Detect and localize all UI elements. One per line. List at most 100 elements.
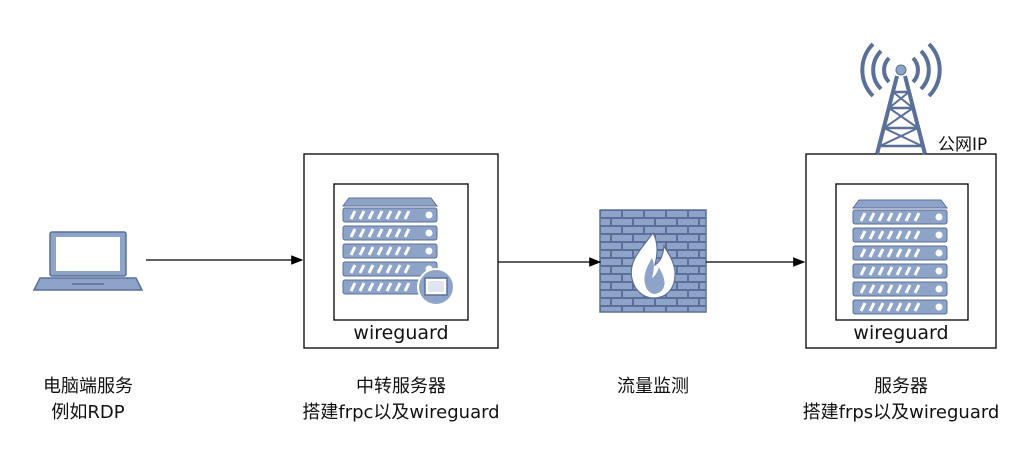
server-vent-slot [895, 230, 903, 240]
radio-tower-icon [860, 42, 942, 155]
server-vent-slot [859, 212, 867, 222]
relay-label: 中转服务器 搭建frpc以及wireguard [302, 374, 499, 426]
relay-label-line2: 搭建frpc以及wireguard [302, 402, 500, 423]
server-vent-slot [877, 230, 885, 240]
server-label-line1: 服务器 [874, 376, 928, 397]
client-label-line1: 电脑端服务 [43, 376, 133, 397]
server-vent-slot [367, 210, 375, 220]
public-ip-label: 公网IP [938, 135, 988, 155]
server-status-light [425, 247, 433, 255]
server-vent-slot [868, 230, 876, 240]
server-vent-slot [886, 302, 894, 312]
server-vent-slot [358, 228, 366, 238]
server-status-light [935, 231, 943, 239]
server-vent-slot [886, 230, 894, 240]
server-vent-slot [904, 266, 912, 276]
server-status-light [935, 249, 943, 257]
connectors [146, 255, 806, 267]
server-vent-slot [859, 248, 867, 258]
server-vent-slot [367, 264, 375, 274]
server-status-light [935, 303, 943, 311]
server-vent-slot [868, 212, 876, 222]
server-vent-slot [877, 266, 885, 276]
server-vent-slot [913, 266, 921, 276]
server-icon [342, 197, 438, 295]
server-vent-slot [868, 302, 876, 312]
server-vent-slot [859, 266, 867, 276]
firewall-icon [599, 209, 707, 313]
server-vent-slot [895, 266, 903, 276]
laptop-icon [32, 231, 144, 291]
server-vent-slot [385, 228, 393, 238]
server-vent-slot [349, 228, 357, 238]
server-vent-slot [913, 248, 921, 258]
server-vent-slot [376, 228, 384, 238]
server-vent-slot [859, 230, 867, 240]
server-status-light [935, 285, 943, 293]
server-vent-slot [394, 264, 402, 274]
server-vent-slot [904, 302, 912, 312]
server-status-light [425, 229, 433, 237]
server-vent-slot [349, 210, 357, 220]
server-vent-slot [394, 210, 402, 220]
server-vent-slot [859, 302, 867, 312]
server-vent-slot [367, 228, 375, 238]
server-vent-slot [913, 302, 921, 312]
server-vent-slot [904, 284, 912, 294]
server-vent-slot [349, 264, 357, 274]
server-vent-slot [886, 266, 894, 276]
server-caption: wireguard [853, 322, 949, 344]
server-vent-slot [376, 246, 384, 256]
server-label-line2: 搭建frps以及wireguard [802, 402, 1000, 423]
server-vent-slot [403, 210, 411, 220]
server-vent-slot [367, 282, 375, 292]
server-vent-slot [904, 230, 912, 240]
server-vent-slot [376, 264, 384, 274]
server-vent-slot [358, 282, 366, 292]
server-vent-slot [349, 246, 357, 256]
server-vent-slot [913, 284, 921, 294]
server-vent-slot [376, 210, 384, 220]
relay-label-line1: 中转服务器 [356, 376, 446, 397]
server-vent-slot [403, 282, 411, 292]
server-vent-slot [385, 264, 393, 274]
server-vent-slot [394, 282, 402, 292]
server-vent-slot [358, 210, 366, 220]
server-vent-slot [859, 284, 867, 294]
firewall-label: 流量监测 [617, 374, 689, 400]
server-status-light [425, 211, 433, 219]
server-vent-slot [895, 284, 903, 294]
server-vent-slot [403, 228, 411, 238]
server-label: 服务器 搭建frps以及wireguard [803, 374, 1000, 426]
server-vent-slot [904, 212, 912, 222]
server-vent-slot [385, 282, 393, 292]
server-vent-slot [868, 248, 876, 258]
client-label: 电脑端服务 例如RDP [43, 374, 133, 426]
server-vent-slot [376, 282, 384, 292]
server-vent-slot [895, 212, 903, 222]
server-status-light [935, 213, 943, 221]
server-vent-slot [385, 210, 393, 220]
server-vent-slot [394, 246, 402, 256]
relay-caption: wireguard [353, 322, 449, 344]
server-vent-slot [349, 282, 357, 292]
server-vent-slot [895, 302, 903, 312]
server-vent-slot [895, 248, 903, 258]
server-vent-slot [877, 302, 885, 312]
server-vent-slot [904, 248, 912, 258]
server-vent-slot [367, 246, 375, 256]
server-vent-slot [394, 228, 402, 238]
server-status-light [935, 267, 943, 275]
server-vent-slot [877, 284, 885, 294]
server-vent-slot [886, 284, 894, 294]
server-vent-slot [913, 230, 921, 240]
client-label-line2: 例如RDP [51, 402, 125, 423]
server-icon [852, 199, 948, 315]
badge-icon [417, 268, 455, 306]
server-vent-slot [877, 212, 885, 222]
firewall-label-line1: 流量监测 [617, 376, 689, 397]
server-vent-slot [913, 212, 921, 222]
server-vent-slot [877, 248, 885, 258]
